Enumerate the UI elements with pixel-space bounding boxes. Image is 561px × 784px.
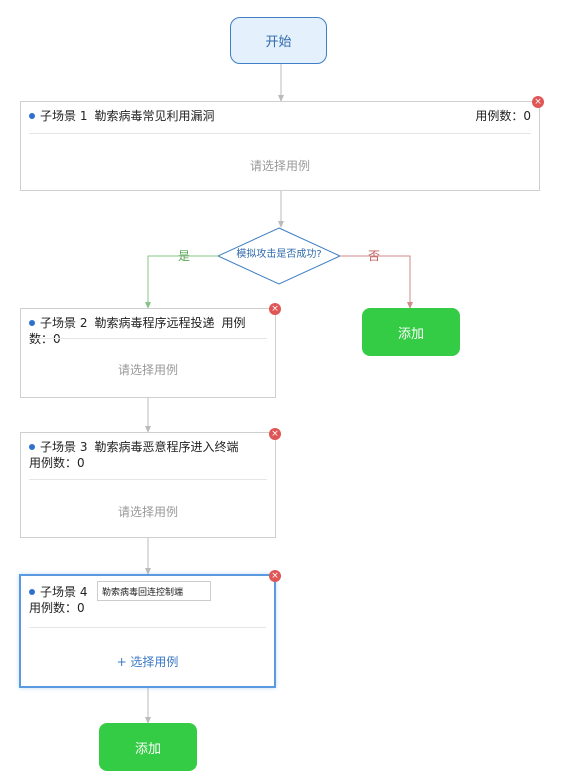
sub-scene-4-divider bbox=[29, 627, 266, 628]
sub-scene-4-header: 子场景 4 用例数：0 bbox=[29, 581, 266, 616]
sub-scene-2-index: 子场景 2 bbox=[40, 316, 88, 330]
sub-scene-1-card[interactable]: 子场景 1 勒索病毒常见利用漏洞 用例数：0 请选择用例 bbox=[20, 101, 540, 191]
sub-scene-2-card[interactable]: 子场景 2 勒索病毒程序远程投递用例数：0 请选择用例 bbox=[20, 308, 276, 398]
sub-scene-4-card[interactable]: 子场景 4 用例数：0 + 选择用例 bbox=[19, 574, 276, 688]
close-icon[interactable]: × bbox=[269, 428, 281, 440]
sub-scene-3-index: 子场景 3 bbox=[40, 440, 88, 454]
sub-scene-1-name: 勒索病毒常见利用漏洞 bbox=[94, 109, 215, 123]
add-button-bottom-label: 添加 bbox=[134, 741, 161, 757]
start-node[interactable]: 开始 bbox=[230, 17, 327, 64]
sub-scene-3-header: 子场景 3 勒索病毒恶意程序进入终端 用例数：0 bbox=[29, 439, 267, 471]
decision-label: 模拟攻击是否成功? bbox=[236, 249, 322, 260]
sub-scene-2-divider bbox=[29, 338, 267, 339]
sub-scene-4-index: 子场景 4 bbox=[40, 585, 88, 599]
add-button-no-branch-label: 添加 bbox=[397, 326, 424, 342]
bullet-dot-icon bbox=[29, 443, 35, 450]
sub-scene-2-select-case[interactable]: 请选择用例 bbox=[117, 363, 178, 377]
sub-scene-2-header: 子场景 2 勒索病毒程序远程投递用例数：0 bbox=[29, 315, 267, 347]
edge-decision-yes bbox=[145, 255, 218, 309]
sub-scene-2-name: 勒索病毒程序远程投递 bbox=[94, 316, 215, 330]
bullet-dot-icon bbox=[29, 112, 35, 119]
sub-scene-4-select-case-button[interactable]: + 选择用例 bbox=[116, 655, 179, 669]
sub-scene-4-name-input[interactable] bbox=[97, 581, 211, 601]
sub-scene-1-select-case[interactable]: 请选择用例 bbox=[249, 159, 310, 173]
close-icon[interactable]: × bbox=[269, 570, 281, 582]
sub-scene-3-card[interactable]: 子场景 3 勒索病毒恶意程序进入终端 用例数：0 请选择用例 bbox=[20, 432, 276, 538]
sub-scene-3-count: 用例数：0 bbox=[29, 456, 85, 470]
sub-scene-2-count: 用例数：0 bbox=[29, 316, 246, 346]
sub-scene-4-count: 用例数：0 bbox=[29, 601, 85, 615]
sub-scene-1-count: 用例数：0 bbox=[475, 109, 531, 123]
sub-scene-1-index: 子场景 1 bbox=[40, 109, 88, 123]
bullet-dot-icon bbox=[29, 588, 35, 595]
close-icon[interactable]: × bbox=[269, 303, 281, 315]
sub-scene-3-name: 勒索病毒恶意程序进入终端 bbox=[94, 440, 239, 454]
add-button-bottom[interactable]: 添加 bbox=[99, 723, 197, 771]
add-button-no-branch[interactable]: 添加 bbox=[362, 308, 460, 356]
sub-scene-3-select-case[interactable]: 请选择用例 bbox=[117, 505, 178, 519]
edge-decision-no bbox=[340, 255, 413, 309]
start-label: 开始 bbox=[265, 35, 292, 50]
sub-scene-1-header: 子场景 1 勒索病毒常见利用漏洞 用例数：0 bbox=[29, 108, 531, 124]
decision-yes-label: 是 bbox=[178, 249, 191, 263]
bullet-dot-icon bbox=[29, 319, 35, 326]
decision-no-label: 否 bbox=[368, 249, 381, 263]
sub-scene-1-divider bbox=[29, 133, 531, 134]
sub-scene-3-divider bbox=[29, 479, 267, 480]
close-icon[interactable]: × bbox=[532, 96, 544, 108]
